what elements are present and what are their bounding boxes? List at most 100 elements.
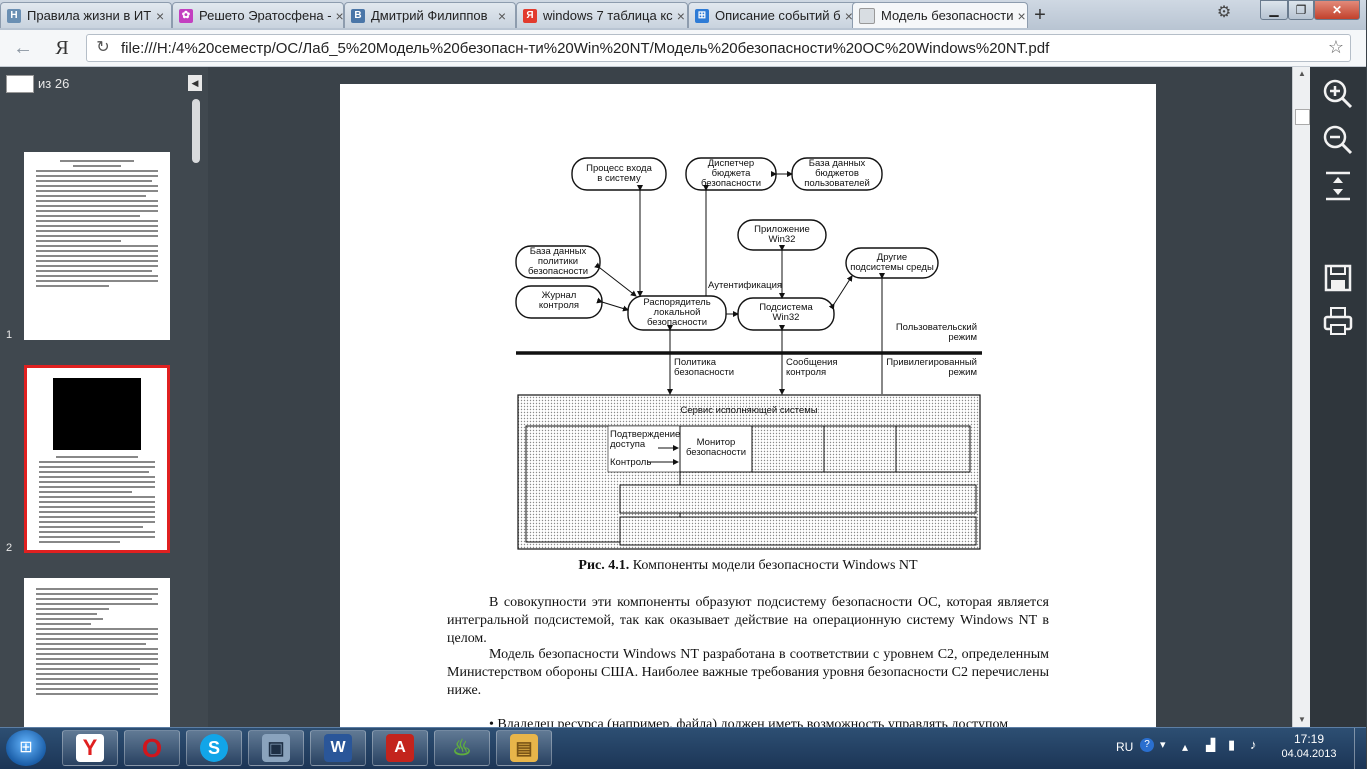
sidebar-scrollbar[interactable] <box>192 99 200 163</box>
tab-4[interactable]: Я windows 7 таблица кс × <box>516 2 688 28</box>
document-scrollbar[interactable]: ▲ ▼ <box>1292 67 1311 727</box>
tab-label: Описание событий б <box>715 8 841 23</box>
volume-icon[interactable]: ♪ <box>1250 737 1257 752</box>
restore-button[interactable]: ❐ <box>1288 0 1314 20</box>
settings-icon[interactable]: ⚙ <box>1216 4 1232 21</box>
label-executive-services: Сервис исполняющей системы <box>680 405 817 416</box>
tab-5[interactable]: ⊞ Описание событий б × <box>688 2 860 28</box>
print-icon[interactable] <box>1322 305 1354 337</box>
thumbnail-text-lines <box>39 456 155 546</box>
thumbnail-sidebar: из 26 ◀ 1 2 <box>0 67 208 727</box>
taskbar-opera[interactable]: O <box>124 730 180 766</box>
taskbar-explorer[interactable]: ▤ <box>496 730 552 766</box>
back-arrow-icon[interactable]: ← <box>13 37 33 59</box>
windows-icon: ⊞ <box>695 8 709 23</box>
show-desktop-button[interactable] <box>1354 728 1367 769</box>
scroll-thumb[interactable] <box>1295 109 1310 125</box>
clock-time: 17:19 <box>1293 732 1325 746</box>
close-icon[interactable]: × <box>1017 7 1026 24</box>
colorful-icon: ✿ <box>179 8 193 23</box>
tab-label: Решето Эратосфена - <box>199 8 332 23</box>
close-window-button[interactable]: ✕ <box>1314 0 1360 20</box>
taskbar-computer[interactable]: ▣ <box>248 730 304 766</box>
folder-icon: ▤ <box>510 734 538 762</box>
bookmark-star-icon[interactable]: ☆ <box>1327 37 1344 57</box>
thumbnail-page-1[interactable] <box>24 152 170 340</box>
kernel-component <box>751 425 825 473</box>
windows-logo-icon: ⊞ <box>19 739 33 756</box>
reload-icon[interactable]: ↻ <box>96 39 110 56</box>
thumbnail-page-3[interactable] <box>24 578 170 727</box>
habr-icon: H <box>7 8 21 23</box>
thumbnail-page-2-selected[interactable] <box>24 365 170 553</box>
language-indicator[interactable]: RU <box>1116 740 1134 754</box>
scroll-up-arrow-icon[interactable]: ▲ <box>1298 69 1306 78</box>
opera-icon: O <box>141 732 163 763</box>
tab-1[interactable]: H Правила жизни в ИТ × <box>0 2 172 28</box>
kernel-component <box>895 425 971 473</box>
thumbnail-text-lines <box>36 588 158 698</box>
paragraph-1: В совокупности эти компоненты образуют п… <box>447 595 1049 646</box>
skype-icon: S <box>200 734 228 762</box>
node-policy-db <box>515 245 601 279</box>
minimize-button[interactable]: ▁ <box>1260 0 1288 20</box>
taskbar-pdf-reader[interactable]: A <box>372 730 428 766</box>
label-control: Контроль <box>610 457 651 468</box>
yandex-logo[interactable]: Я <box>55 37 69 59</box>
signal-icon[interactable]: ▟ <box>1206 738 1216 752</box>
tab-label: Модель безопасности <box>881 8 1014 23</box>
close-icon[interactable]: × <box>844 7 853 24</box>
taskbar-word[interactable]: W <box>310 730 366 766</box>
battery-icon[interactable]: ▮ <box>1228 737 1236 752</box>
arrow-policy-lsa <box>594 262 637 297</box>
clock[interactable]: 17:19 04.04.2013 <box>1278 732 1340 760</box>
close-icon[interactable]: × <box>156 7 165 24</box>
zoom-in-icon[interactable] <box>1322 78 1354 110</box>
new-tab-button[interactable]: + <box>1034 4 1046 26</box>
thumbnail-number: 1 <box>6 329 13 341</box>
start-button[interactable]: ⊞ <box>6 730 46 766</box>
yandex-browser-icon: Y <box>76 734 104 762</box>
label-authentication: Аутентификация <box>708 280 782 291</box>
close-icon[interactable]: × <box>676 7 685 24</box>
tab-3[interactable]: B Дмитрий Филиппов × <box>344 2 516 28</box>
taskbar-skype[interactable]: S <box>186 730 242 766</box>
save-icon[interactable] <box>1322 262 1354 294</box>
yandex-icon: Я <box>523 8 537 23</box>
collapse-sidebar-icon[interactable]: ◀ <box>188 75 202 91</box>
tray-arrow-icon[interactable]: ▾ <box>1160 739 1166 751</box>
thumbnail-figure <box>53 378 141 450</box>
vk-icon: B <box>351 8 365 23</box>
tab-2[interactable]: ✿ Решето Эратосфена - × <box>172 2 344 28</box>
show-hidden-icons-icon[interactable]: ▴ <box>1182 740 1189 754</box>
tab-6-active[interactable]: Модель безопасности × <box>852 2 1028 28</box>
node-security-monitor <box>679 425 753 473</box>
taskbar-yandex-browser[interactable]: Y <box>62 730 118 766</box>
address-bar[interactable]: ↻ file:///H:/4%20семестр/ОС/Лаб_5%20Моде… <box>86 34 1351 62</box>
close-icon[interactable]: × <box>335 7 344 24</box>
close-icon[interactable]: × <box>497 7 507 24</box>
node-lsa <box>627 295 727 331</box>
help-icon[interactable]: ? <box>1140 738 1154 752</box>
taskbar-app-green[interactable]: ♨ <box>434 730 490 766</box>
scroll-down-arrow-icon[interactable]: ▼ <box>1298 715 1306 724</box>
node-other-subsystems <box>845 247 939 279</box>
pdf-icon <box>859 7 875 24</box>
kernel-component <box>823 425 897 473</box>
tab-strip: H Правила жизни в ИТ × ✿ Решето Эратосфе… <box>0 0 1366 30</box>
url-text[interactable]: file:///H:/4%20семестр/ОС/Лаб_5%20Модель… <box>121 40 1050 57</box>
zoom-out-icon[interactable] <box>1322 124 1354 156</box>
page-number-input[interactable] <box>6 75 34 93</box>
node-logon <box>571 157 667 191</box>
system-tray: RU ? ▾ ▴ ▟ ▮ ♪ 17:19 04.04.2013 <box>1110 728 1366 769</box>
clock-date: 04.04.2013 <box>1281 748 1337 760</box>
fit-page-icon[interactable] <box>1322 170 1354 202</box>
